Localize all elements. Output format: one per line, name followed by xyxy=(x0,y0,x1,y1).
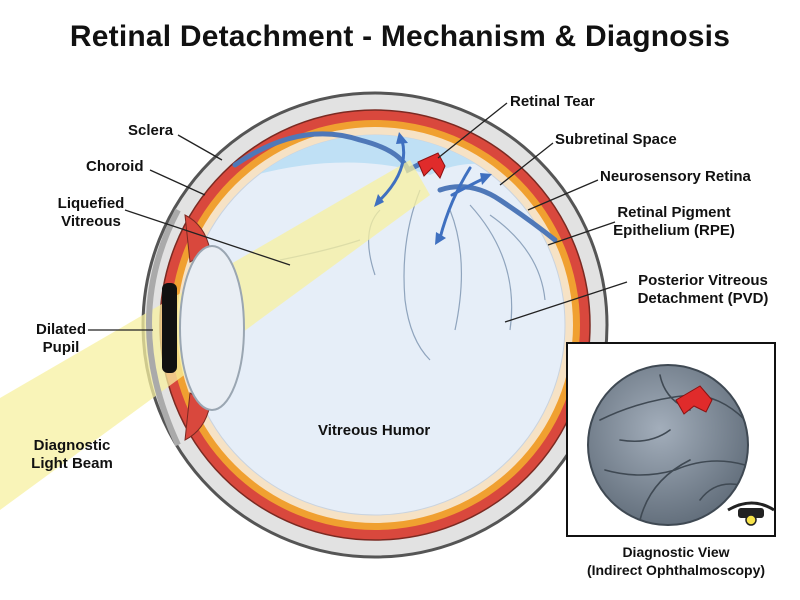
lens xyxy=(179,245,245,411)
leader-lines xyxy=(88,102,628,331)
dilated-pupil xyxy=(162,283,177,373)
label-diagnostic-light-beam-line2: Light Beam xyxy=(31,455,113,472)
label-dilated-pupil: Dilated Pupil xyxy=(24,321,98,357)
headlamp-icon xyxy=(727,501,775,526)
label-sclera: Sclera xyxy=(128,122,174,139)
label-subretinal-space: Subretinal Space xyxy=(555,131,677,148)
label-posterior-vitreous-detachment: Posterior Vitreous Detachment (PVD) xyxy=(628,272,778,308)
label-rpe-line2: Epithelium (RPE) xyxy=(613,222,735,239)
label-pvd-line2: Detachment (PVD) xyxy=(637,290,769,307)
label-retinal-pigment-epithelium: Retinal Pigment Epithelium (RPE) xyxy=(606,204,742,240)
retinal-tear xyxy=(417,152,446,179)
label-diagnostic-light-beam: Diagnostic Light Beam xyxy=(22,437,122,473)
label-dilated-pupil-line1: Dilated xyxy=(35,321,86,338)
label-dilated-pupil-line2: Pupil xyxy=(42,339,80,356)
label-liquefied-vitreous-line1: Liquefied xyxy=(57,195,125,212)
inset-caption: Diagnostic View (Indirect Ophthalmoscopy… xyxy=(556,543,796,579)
inset-caption-line1: Diagnostic View xyxy=(622,544,730,560)
label-pvd-line1: Posterior Vitreous xyxy=(638,272,768,289)
label-retinal-tear: Retinal Tear xyxy=(510,93,595,110)
inset-caption-line2: (Indirect Ophthalmoscopy) xyxy=(586,562,766,578)
fundus-disc xyxy=(587,364,749,526)
label-neurosensory-retina: Neurosensory Retina xyxy=(600,168,751,185)
cornea xyxy=(146,208,181,447)
fluid-flow-arrowheads xyxy=(374,132,492,245)
fundus-tear xyxy=(675,385,713,415)
label-choroid: Choroid xyxy=(86,158,144,175)
label-liquefied-vitreous-line2: Vitreous xyxy=(61,213,121,230)
diagram-title: Retinal Detachment - Mechanism & Diagnos… xyxy=(69,20,731,53)
detached-retina-line xyxy=(232,131,435,174)
label-liquefied-vitreous: Liquefied Vitreous xyxy=(46,195,136,231)
label-rpe-line1: Retinal Pigment xyxy=(617,204,731,221)
label-vitreous-humor: Vitreous Humor xyxy=(318,422,431,439)
label-diagnostic-light-beam-line1: Diagnostic xyxy=(33,437,111,454)
